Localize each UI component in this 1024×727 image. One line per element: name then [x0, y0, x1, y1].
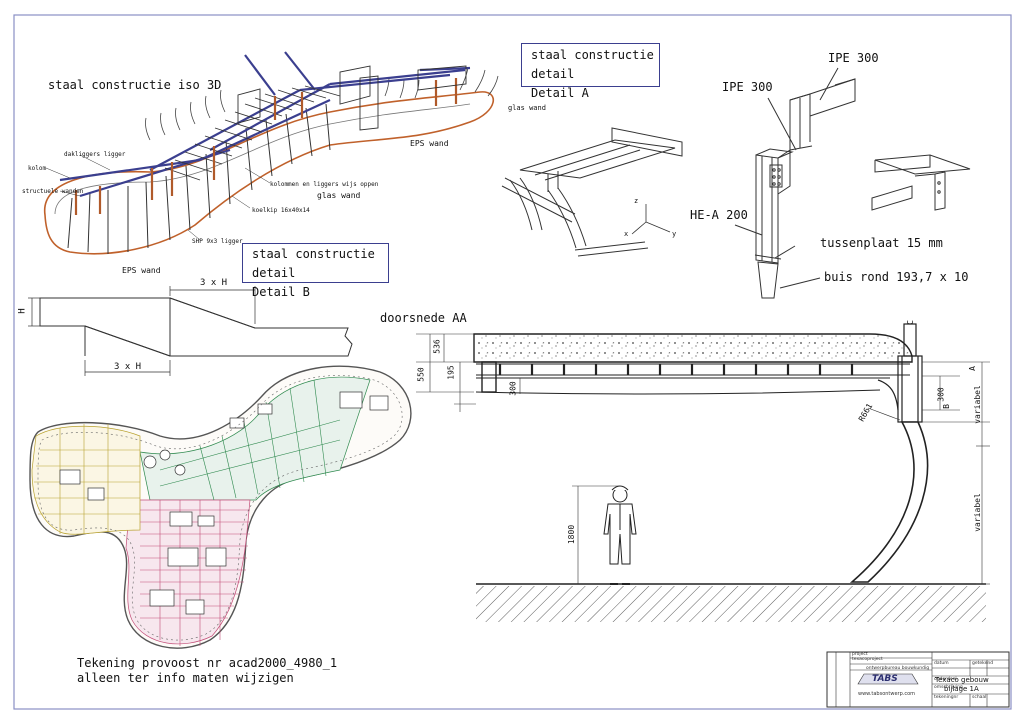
axis-y-label: y: [672, 230, 677, 238]
tb-drawn-label: getekend: [972, 661, 994, 666]
detail-a-steel-node: [734, 67, 971, 299]
tb-object-label: onderdeel: [934, 677, 957, 682]
label-buis-rond: buis rond 193,7 x 10: [824, 270, 969, 284]
section-dim-550: 550: [416, 367, 426, 382]
detail-a-title-box: staal constructie detail Detail A: [521, 43, 660, 100]
tb-website: www.tabsontwerp.com: [858, 691, 916, 697]
tb-date-label: datum: [934, 661, 949, 666]
label-ipe-300-left: IPE 300: [722, 80, 773, 94]
sheet-frame: [13, 14, 1012, 710]
section-mark-c: C: [905, 320, 915, 325]
iso-eps-wand-bottom: EPS wand: [122, 266, 161, 275]
detail-b-dim-top: 3 x H: [200, 278, 228, 288]
label-hea-200: HE-A 200: [690, 208, 748, 222]
detail-b-title-box: staal constructie detail Detail B: [242, 243, 389, 299]
person-figure: [603, 485, 637, 585]
tb-project-label: project: [852, 652, 868, 657]
section-dim-300b: 300: [936, 387, 946, 402]
concrete-slab: [473, 333, 913, 363]
iso-label-kolommen: kolommen en liggers wijs oppen: [270, 181, 379, 188]
tb-scale-label: schaal: [972, 695, 987, 700]
iso-label-kolom: kolom: [28, 165, 47, 172]
axis-triad: [631, 204, 671, 235]
iso-view-title: staal constructie iso 3D: [48, 78, 222, 92]
detail-b-drawing: [28, 286, 353, 376]
iso-label-shp: SHP 9x3 ligger: [192, 238, 243, 245]
iso-label-dakliggers: dakliggers ligger: [64, 151, 126, 158]
detail-b-dim-h: H: [17, 308, 28, 314]
section-dim-536: 536: [432, 339, 442, 354]
iso-eps-wand-top: EPS wand: [410, 139, 449, 148]
detail-a-title-line1: staal constructie detail: [531, 48, 654, 81]
section-aa: [416, 323, 990, 622]
plan-note-line1: Tekening provoost nr acad2000_4980_1: [77, 656, 338, 670]
section-variabel-2: variabel: [972, 493, 982, 532]
iso-floor-edge: [44, 91, 495, 255]
ground-hatch: [476, 586, 986, 622]
detail-b-dim-bottom: 3 x H: [114, 362, 142, 372]
title-block: [826, 651, 1010, 708]
tb-sheet-value: bijlage 1A: [944, 685, 979, 693]
axis-z-label: z: [634, 197, 639, 205]
section-dim-195: 195: [446, 365, 456, 380]
detail-b-title-line1: staal constructie detail: [252, 247, 375, 280]
section-mark-b: B: [941, 404, 951, 409]
detail-a-title-line2: Detail A: [531, 86, 589, 100]
label-ipe-300-top: IPE 300: [828, 51, 879, 65]
section-aa-title: doorsnede AA: [380, 311, 467, 325]
tb-object-value: Texaco gebouw: [935, 676, 989, 684]
floor-plan: [29, 365, 412, 649]
detail-a-glass-wall: [501, 127, 683, 257]
iso-3d-view: [44, 51, 499, 255]
label-tussenplaat: tussenplaat 15 mm: [820, 236, 943, 250]
section-variabel-1: variabel: [972, 385, 982, 424]
iso-label-koelkip: koelkip 16x40x14: [252, 207, 310, 214]
section-mark-a: A: [967, 366, 977, 371]
curved-column: [849, 421, 929, 583]
iso-label-structuele-wanden: structuele wanden: [22, 188, 84, 195]
detail-b-title-line2: Detail B: [252, 285, 310, 299]
detail-a-glas-wand: glas wand: [508, 104, 546, 112]
section-dim-1800: 1800: [567, 524, 577, 545]
tb-number-label: tekeningnr: [934, 695, 959, 700]
tb-project-value: texacoproject: [852, 657, 883, 662]
section-dim-300: 300: [508, 381, 518, 396]
plan-note-line2: alleen ter info maten wijzigen: [77, 671, 294, 685]
tb-sheet-label: omschrijving: [934, 685, 963, 690]
tb-company-logo: TABS: [872, 674, 898, 684]
iso-glas-wand: glas wand: [317, 191, 361, 200]
tb-company-sub: ontwerpbureau bouwkundig: [866, 666, 930, 671]
axis-x-label: x: [624, 230, 629, 238]
